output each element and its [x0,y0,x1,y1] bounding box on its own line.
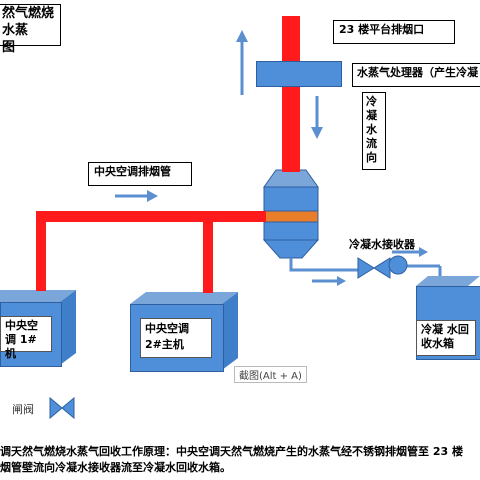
exhaust-header-pipe [36,211,266,222]
tank-label: 冷凝 水回收水箱 [416,320,476,356]
pipe-label: 中央空调排烟管 [88,162,192,186]
down-flow-arrow [311,96,323,139]
receiver-label: 冷凝水接收器 [349,238,415,251]
drop-pipe-ac2 [203,211,213,293]
legend-valve-label: 闸阀 [12,403,34,416]
gate-valve-icon [357,257,391,279]
drain-flow-arrow-2 [392,247,428,257]
ac2-label: 中央空调 2#主机 [140,318,212,358]
legend-valve-icon [49,396,75,420]
processor-label: 水蒸气处理器（产生冷凝 [352,63,480,87]
title-line-2: 图 [2,40,16,55]
condenser-reducer [262,169,320,259]
recovery-tank-3d [416,276,480,286]
chimney-pipe [282,16,300,172]
title-line-1: 然气燃烧水蒸 [2,6,55,38]
steam-processor [256,61,342,87]
ac1-label: 中央空调 1#机 [0,316,52,360]
drain-flow-arrow-1 [312,276,346,286]
exhaust-outlet-label: 23 楼平台排烟口 [333,20,455,44]
condensate-flow-label: 冷凝水流向 [362,92,386,170]
caption: 调天然气燃烧水蒸气回收工作原理：中央空调天然气燃烧产生的水蒸气经不锈钢排烟管至 … [0,444,480,476]
condensate-receiver [388,255,408,275]
drop-pipe-ac1 [36,211,46,291]
caption-line-1: 调天然气燃烧水蒸气回收工作原理：中央空调天然气燃烧产生的水蒸气经不锈钢排烟管至 … [0,445,463,458]
ac2-3d [130,292,238,370]
up-flow-arrow [236,30,248,95]
ac1-3d [0,290,76,365]
diagram-title: 然气燃烧水蒸 图 [0,4,61,55]
pipe-flow-arrow [115,190,158,202]
caption-line-2: 烟管壁流向冷凝水接收器流至冷凝水回收水箱。 [0,461,231,474]
screenshot-tooltip: 截图(Alt + A) [234,366,307,383]
